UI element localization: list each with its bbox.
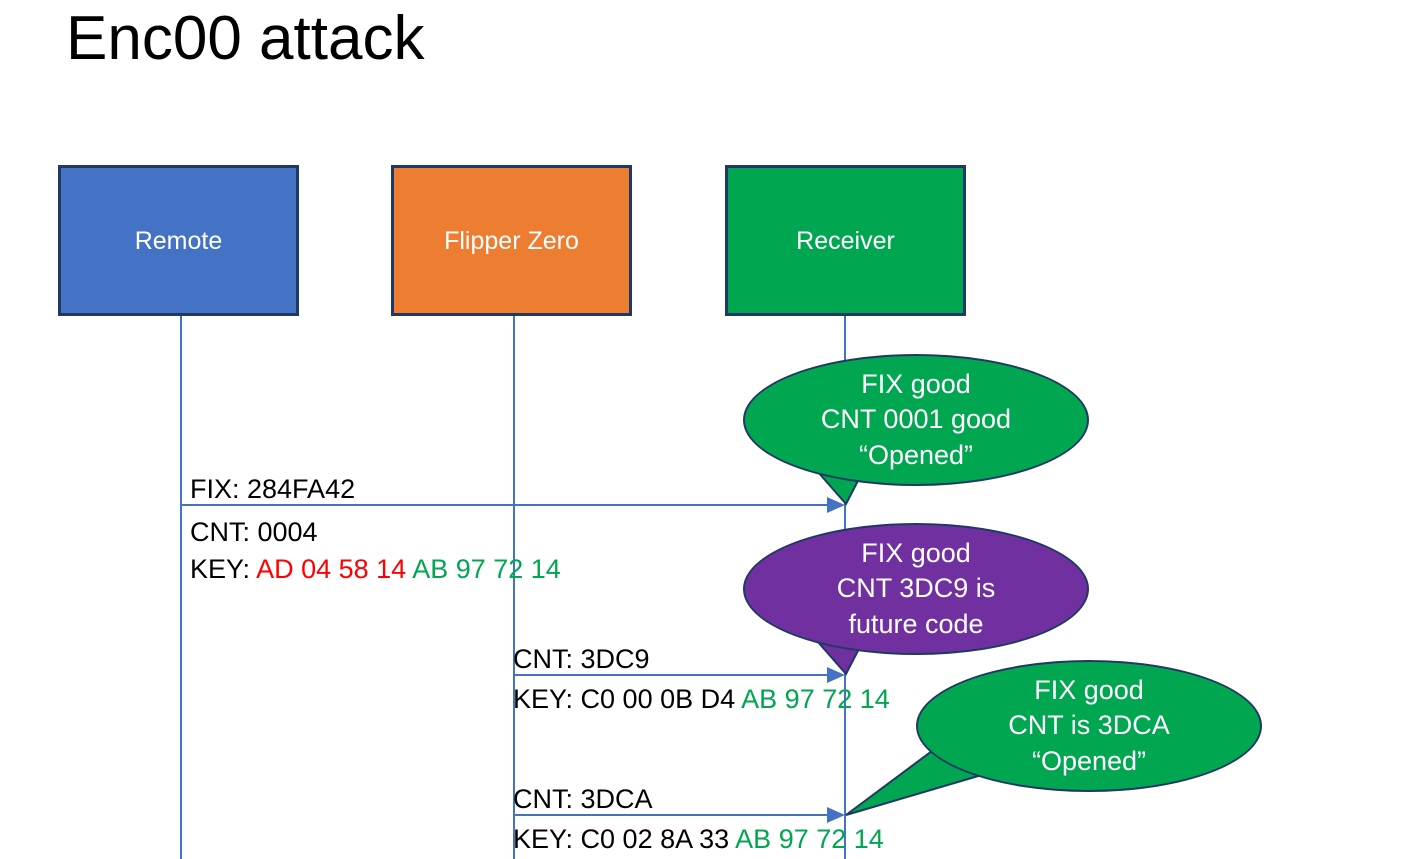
message-label-cnt-3dc9: CNT: 3DC9 bbox=[513, 641, 650, 678]
callout-line: future code bbox=[848, 608, 984, 639]
actor-label-remote: Remote bbox=[134, 226, 223, 255]
message-label-text: CNT: 0004 bbox=[190, 517, 318, 547]
callout-line: CNT 3DC9 is bbox=[836, 573, 996, 604]
page-title: Enc00 attack bbox=[66, 4, 425, 73]
key-prefix: KEY: C0 00 0B D4 bbox=[513, 684, 742, 714]
message-label-key-ad045814: KEY: AD 04 58 14 AB 97 72 14 bbox=[190, 551, 561, 588]
key-prefix: KEY: C0 02 8A 33 bbox=[513, 824, 736, 854]
callout-fix-good-cnt-3dca: FIX good CNT is 3DCA “Opened” bbox=[916, 660, 1262, 792]
callout-line: “Opened” bbox=[1031, 745, 1147, 776]
key-rolling-part: AD 04 58 14 bbox=[256, 554, 413, 584]
actor-box-receiver[interactable]: Receiver bbox=[725, 165, 966, 316]
actor-label-flipper-zero: Flipper Zero bbox=[444, 226, 579, 255]
actor-label-receiver: Receiver bbox=[796, 226, 895, 255]
key-fixed-part: AB 97 72 14 bbox=[412, 554, 561, 584]
message-label-key-c0000bd4: KEY: C0 00 0B D4 AB 97 72 14 bbox=[513, 681, 890, 718]
message-label-text: FIX: 284FA42 bbox=[190, 474, 356, 504]
callout-line: CNT is 3DCA bbox=[1008, 710, 1170, 741]
callout-line: FIX good bbox=[1034, 675, 1144, 706]
message-label-cnt-3dca: CNT: 3DCA bbox=[513, 781, 653, 818]
callout-future-code: FIX good CNT 3DC9 is future code bbox=[743, 523, 1089, 655]
callout-line: FIX good bbox=[861, 538, 971, 569]
callout-line: “Opened” bbox=[858, 439, 974, 470]
message-label-text: CNT: 3DCA bbox=[513, 784, 653, 814]
message-label-cnt-0004: CNT: 0004 bbox=[190, 514, 318, 551]
actor-box-remote[interactable]: Remote bbox=[58, 165, 299, 316]
key-fixed-part: AB 97 72 14 bbox=[735, 824, 884, 854]
message-label-key-c0028a33: KEY: C0 02 8A 33 AB 97 72 14 bbox=[513, 821, 884, 858]
callout-fix-good-cnt-0001: FIX good CNT 0001 good “Opened” bbox=[743, 354, 1089, 486]
callout-line: CNT 0001 good bbox=[820, 404, 1012, 435]
message-label-fix-284fa42: FIX: 284FA42 bbox=[190, 471, 355, 508]
actor-box-flipper-zero[interactable]: Flipper Zero bbox=[391, 165, 632, 316]
message-label-text: CNT: 3DC9 bbox=[513, 644, 650, 674]
callout-line: FIX good bbox=[861, 369, 971, 400]
key-prefix: KEY: bbox=[190, 554, 257, 584]
key-fixed-part: AB 97 72 14 bbox=[741, 684, 890, 714]
